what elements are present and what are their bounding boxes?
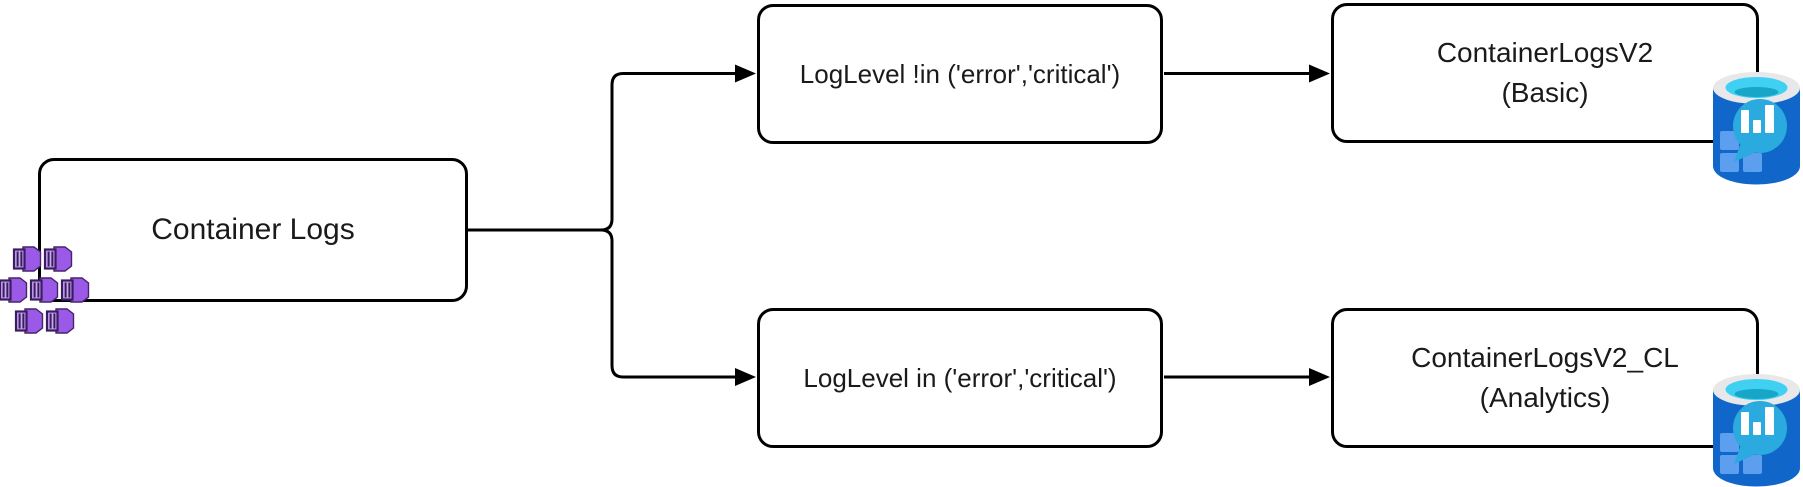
node-filter-analytics: LogLevel in ('error','critical') <box>757 308 1163 448</box>
arrowhead-icon <box>1309 368 1330 386</box>
tile-squares-icon <box>1720 433 1762 474</box>
node-table-basic-name: ContainerLogsV2 <box>1436 37 1654 69</box>
node-table-analytics: ContainerLogsV2_CL (Analytics) <box>1331 308 1759 448</box>
arrowhead-icon <box>735 64 756 83</box>
log-analytics-workspace-icon <box>1713 374 1800 487</box>
node-filter-basic: LogLevel !in ('error','critical') <box>757 4 1163 144</box>
node-table-basic-plan: (Basic) <box>1501 77 1589 108</box>
log-analytics-workspace-icon <box>1713 72 1800 185</box>
arrowhead-icon <box>1309 64 1330 83</box>
chart-bubble-icon <box>1733 99 1787 162</box>
chart-bubble-icon <box>1733 401 1787 464</box>
node-filter-basic-label: LogLevel !in ('error','critical') <box>799 58 1121 89</box>
node-filter-analytics-label: LogLevel in ('error','critical') <box>803 362 1117 393</box>
container-instances-icon <box>0 245 90 335</box>
node-table-analytics-plan: (Analytics) <box>1479 382 1611 413</box>
node-container-logs-label: Container Logs <box>151 213 355 246</box>
node-container-logs: Container Logs <box>38 158 468 302</box>
tile-squares-icon <box>1720 131 1762 172</box>
connector-source-to-filter-analytics <box>468 228 735 379</box>
connector-source-to-filter-basic <box>468 72 735 232</box>
node-table-analytics-name: ContainerLogsV2_CL <box>1411 342 1679 374</box>
arrowhead-icon <box>735 368 756 386</box>
node-table-basic: ContainerLogsV2 (Basic) <box>1331 3 1759 143</box>
